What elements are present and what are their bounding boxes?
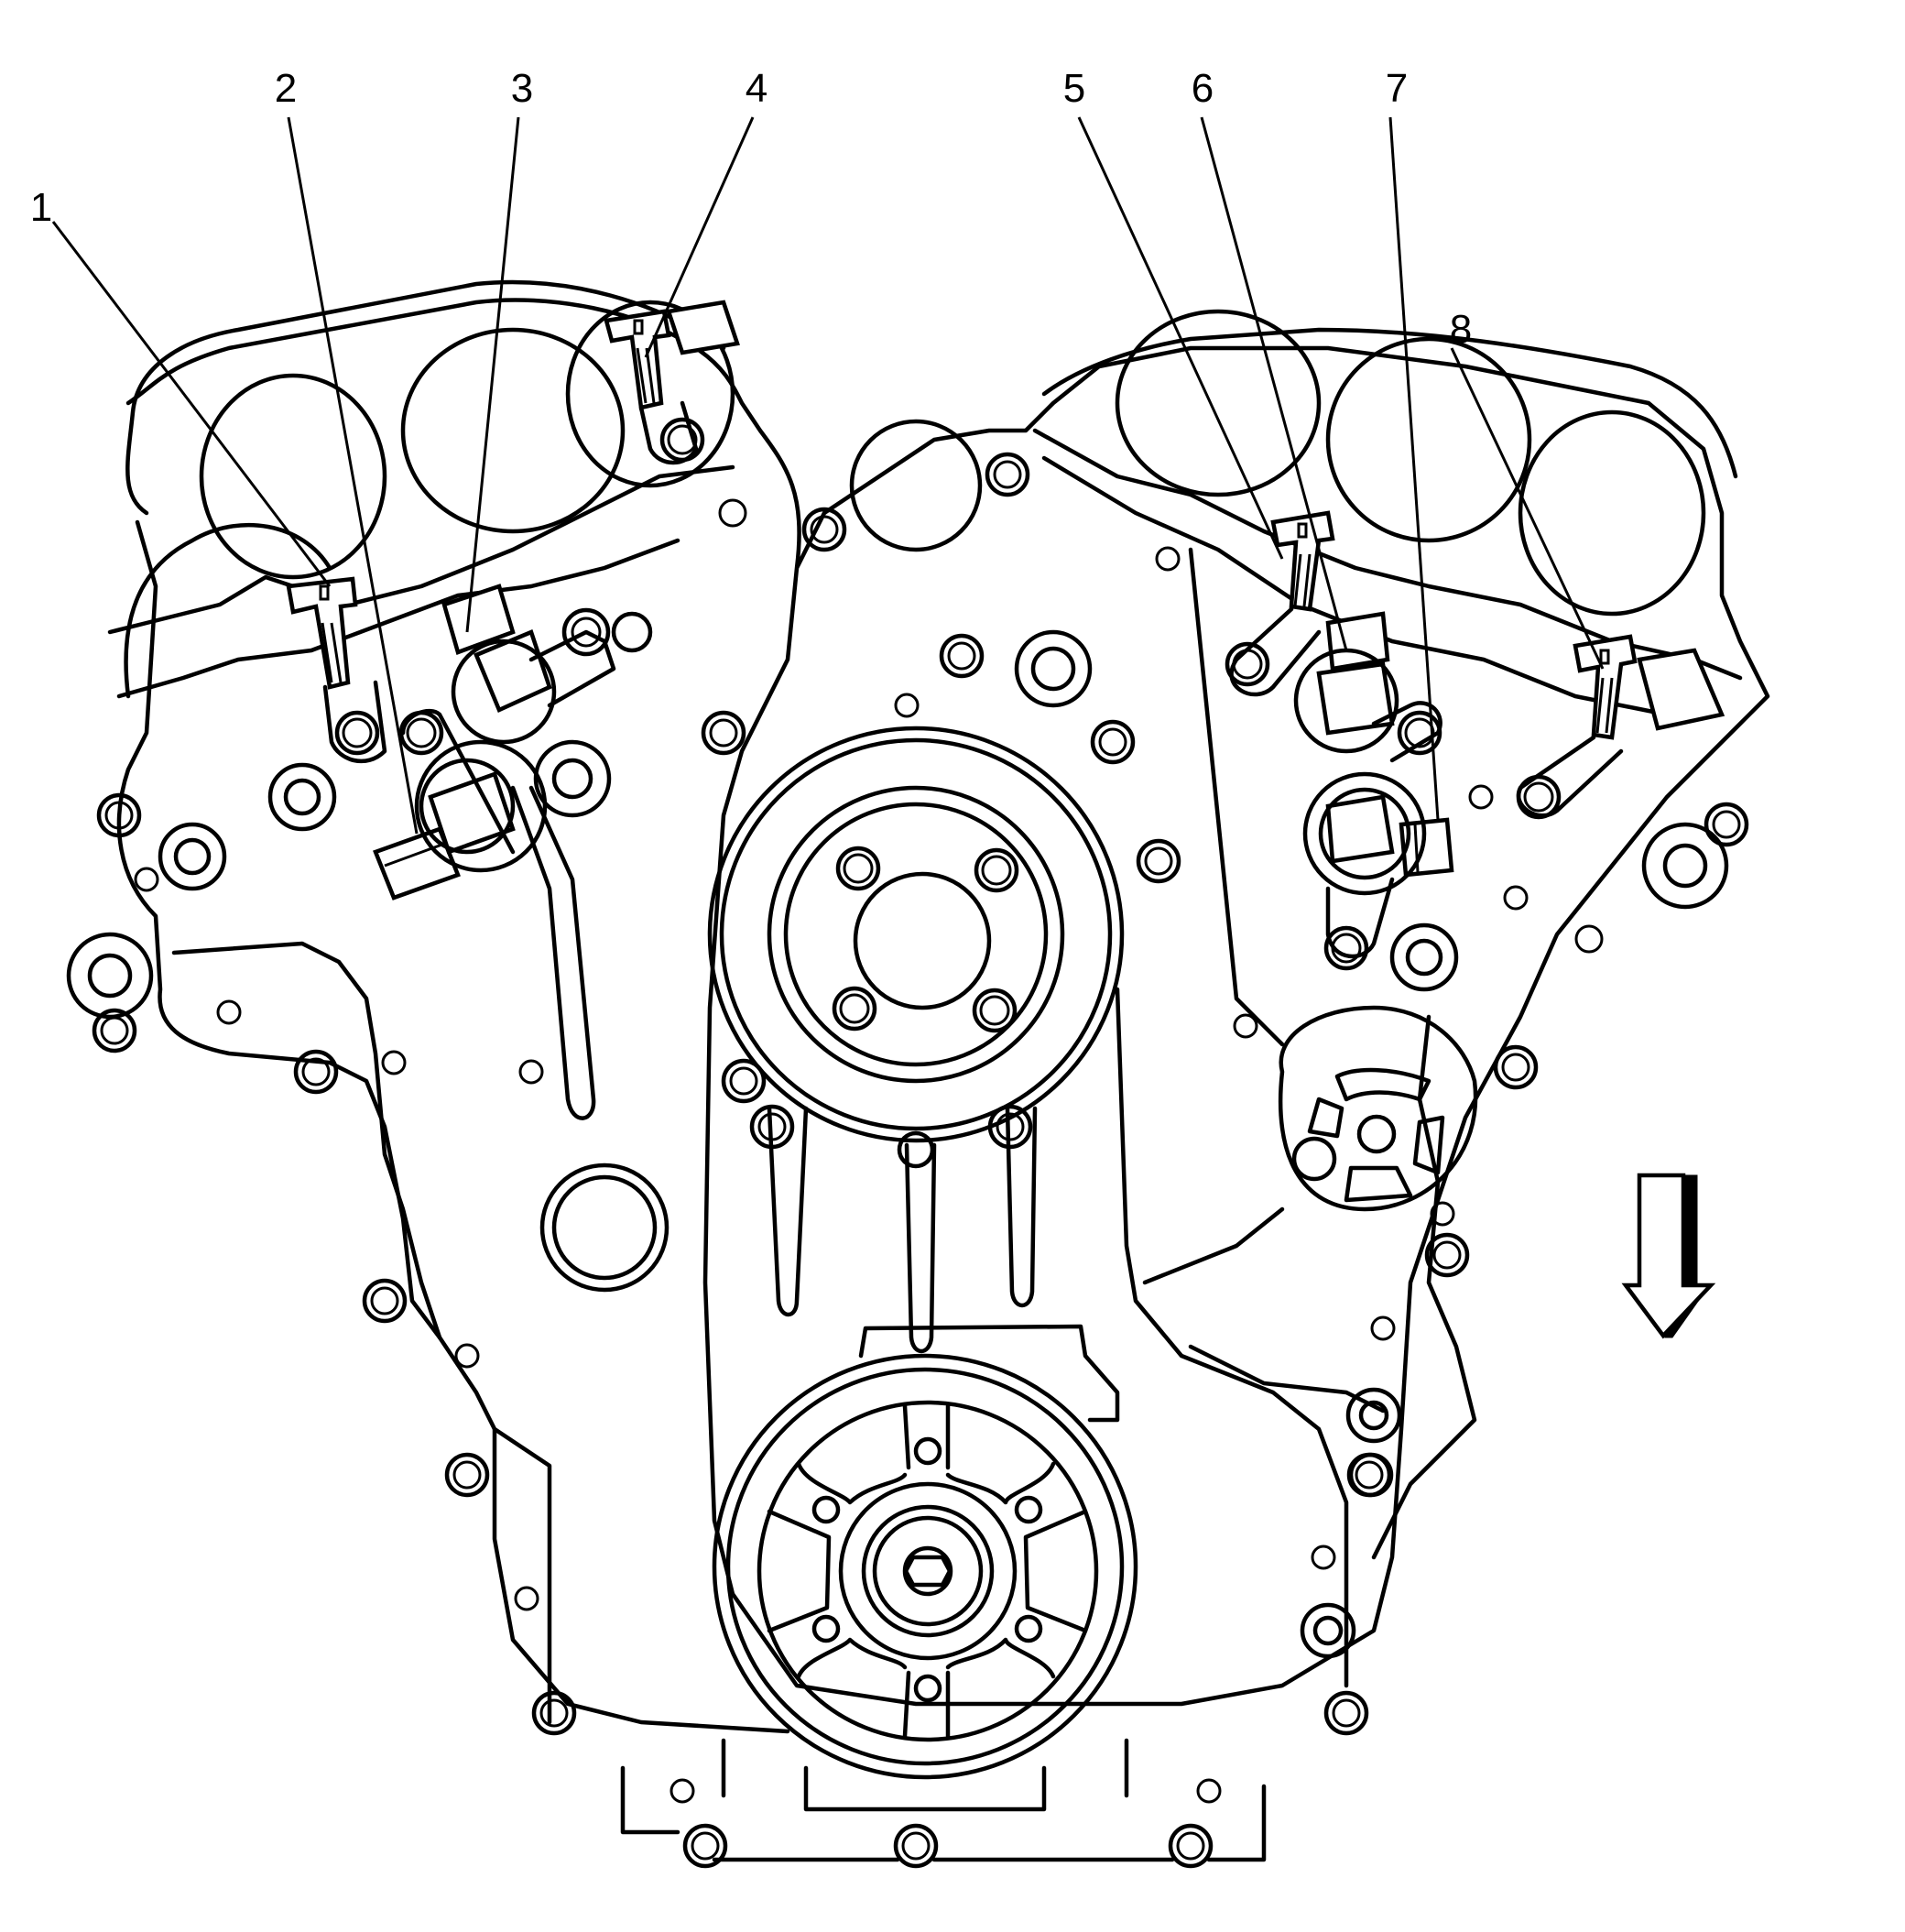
balancer-holes <box>811 1436 1043 1703</box>
sensor-8-right-exhaust-cam-actuator <box>1516 634 1725 820</box>
bolt <box>1168 1823 1214 1869</box>
balancer-spokes <box>767 1403 1088 1739</box>
front-cover-outline <box>116 279 1770 1734</box>
bolt <box>1704 802 1749 847</box>
water-pump-pulley <box>707 726 1125 1143</box>
sensor-7-right-intake-cam-position <box>1302 771 1454 971</box>
bolt <box>1424 1232 1470 1278</box>
cover-bosses <box>66 419 1729 1804</box>
bolt <box>1348 1452 1394 1498</box>
leader-1 <box>51 221 332 587</box>
bolt <box>801 507 847 552</box>
pulley-bolts <box>832 846 1019 1033</box>
callout-label-6: 6 <box>1191 66 1214 111</box>
leader-2 <box>287 116 419 835</box>
bolt <box>1136 838 1181 884</box>
bolt <box>1090 719 1136 765</box>
sensor-5-right-intake-cam-actuator <box>1225 510 1335 697</box>
leader-3 <box>465 116 520 633</box>
bolt <box>987 1104 1033 1150</box>
leader-5 <box>1077 116 1284 560</box>
bolt <box>985 452 1030 497</box>
callout-label-2: 2 <box>274 66 298 111</box>
bolt <box>1493 1044 1539 1090</box>
leader-8 <box>1450 347 1605 670</box>
bolt <box>362 1278 408 1324</box>
sensor-4-left-intake-cam-actuator <box>604 300 740 465</box>
bolt <box>444 1452 490 1498</box>
sensor-6-right-exhaust-cam-position <box>1293 611 1442 763</box>
bolt <box>96 792 142 838</box>
bolt <box>939 633 985 679</box>
callout-label-5: 5 <box>1062 66 1086 111</box>
bolt <box>749 1104 795 1150</box>
bolt <box>897 1130 935 1169</box>
belt-tensioner <box>1278 1005 1478 1212</box>
callout-label-3: 3 <box>510 66 534 111</box>
down-arrow-icon <box>1621 1173 1716 1339</box>
timing-guides <box>510 547 1386 1414</box>
sensor-2-left-intake-cam-position <box>373 708 548 901</box>
callout-label-4: 4 <box>745 66 768 111</box>
leader-4 <box>644 116 755 358</box>
oil-pan-flange <box>620 1738 1267 1862</box>
bolt <box>701 710 746 756</box>
sensor-1-left-exhaust-cam-position <box>286 576 387 764</box>
bolt <box>893 1823 939 1869</box>
leader-7 <box>1388 116 1440 821</box>
bolt <box>293 1049 339 1095</box>
bolt <box>1323 1690 1369 1736</box>
callout-leader-lines <box>51 116 1605 835</box>
leader-6 <box>1200 116 1348 651</box>
callout-label-7: 7 <box>1385 66 1409 111</box>
bolt <box>682 1823 728 1869</box>
callout-label-8: 8 <box>1449 307 1473 352</box>
sensor-3-left-exhaust-cam-actuator <box>441 584 653 745</box>
cover-bolts <box>92 452 1749 1869</box>
bolt <box>721 1058 767 1104</box>
crankshaft-balancer <box>712 1324 1138 1780</box>
bolt <box>531 1690 577 1736</box>
left-bank-cam-cover <box>107 300 735 699</box>
callout-label-1: 1 <box>29 185 53 230</box>
